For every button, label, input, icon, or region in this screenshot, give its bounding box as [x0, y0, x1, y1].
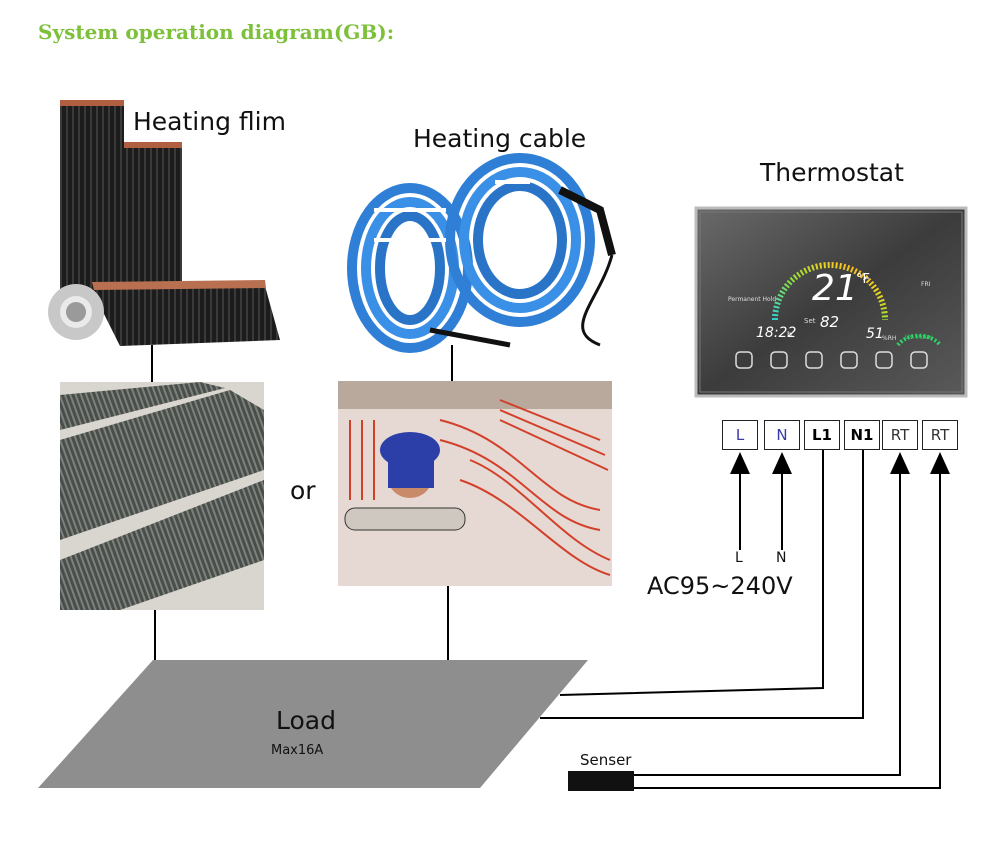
heating-cable-image [347, 153, 616, 353]
input-l-label: L [735, 550, 743, 566]
terminal-l1: L1 [804, 420, 840, 450]
heating-cable-label: Heating cable [413, 124, 587, 153]
floor-cable-image [338, 381, 612, 586]
thermostat-clock: 18:22 [756, 325, 797, 341]
terminal-rt-2: RT [922, 420, 958, 450]
thermostat-label: Thermostat [760, 158, 904, 187]
wiring [151, 345, 941, 789]
page-title: System operation diagram(GB): [38, 20, 395, 44]
thermostat-humidity: 51 [866, 326, 884, 342]
thermostat-clock-suffix: h [787, 330, 793, 339]
load-max-label: Max16A [271, 743, 324, 758]
sensor-label: Senser [580, 751, 632, 769]
input-n-label: N [776, 550, 787, 566]
terminal-rt-1: RT [882, 420, 918, 450]
thermostat-unit: °F [856, 272, 870, 287]
arrow-heads [730, 452, 950, 474]
thermostat-mode: Permanent Hold [728, 296, 777, 303]
terminal-l: L [722, 420, 758, 450]
sensor-probe [568, 771, 634, 791]
thermostat-day: FRI [921, 281, 931, 288]
thermostat-temperature: 21 [812, 268, 858, 309]
thermostat-uv-label: UV Index [905, 334, 932, 341]
load-plate [38, 660, 588, 788]
or-label: or [290, 476, 316, 505]
load-label: Load [276, 706, 336, 735]
heating-film-label: Heating flim [133, 107, 286, 136]
thermostat-image [694, 206, 968, 398]
terminal-n1: N1 [844, 420, 880, 450]
supply-voltage-label: AC95~240V [647, 572, 793, 600]
terminal-n: N [764, 420, 800, 450]
thermostat-humidity-unit: %RH [882, 335, 897, 342]
heating-film-image [48, 100, 280, 346]
floor-film-image [60, 382, 264, 610]
thermostat-set-label: Set [804, 317, 816, 325]
thermostat-set-temp: 82 [820, 313, 840, 331]
